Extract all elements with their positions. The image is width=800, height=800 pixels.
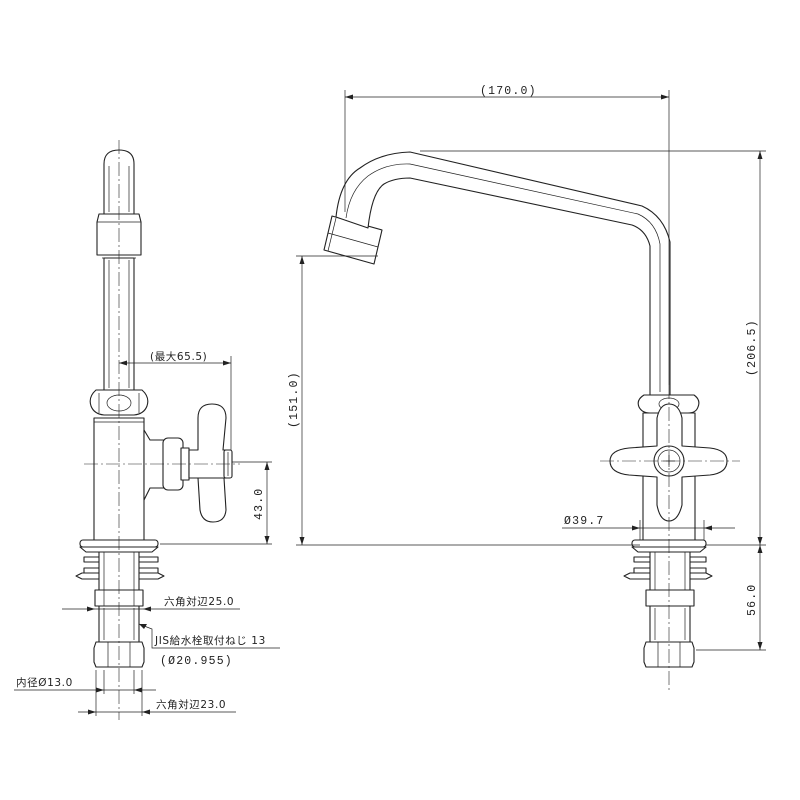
dim-spout-reach-label: (170.0)	[480, 85, 537, 98]
dim-max-reach: (最大65.5)	[119, 350, 232, 450]
dim-inner-diameter-label: 内径Ø13.0	[16, 676, 73, 689]
dim-total-height: (206.5)	[420, 150, 766, 546]
dim-hex-23: 六角対辺23.0	[78, 670, 236, 716]
dim-jis-thread: JIS給水栓取付ねじ 13 (Ø20.955)	[138, 623, 280, 668]
side-view	[75, 140, 240, 720]
dim-shank-length-label: 56.0	[746, 584, 759, 616]
dim-spout-reach: (170.0)	[344, 85, 670, 385]
dim-spout-height: (151.0)	[288, 255, 640, 546]
dim-base-diameter: Ø39.7	[562, 515, 735, 540]
dim-inner-diameter: 内径Ø13.0	[14, 670, 156, 694]
side-handle-stem	[143, 429, 166, 501]
dim-spout-height-label: (151.0)	[288, 371, 301, 428]
dim-total-height-label: (206.5)	[746, 319, 759, 376]
dim-hex-25-label: 六角対辺25.0	[164, 595, 234, 608]
side-handle-lower-arm	[197, 477, 227, 523]
dim-thread-diameter-label: (Ø20.955)	[160, 655, 233, 668]
dim-hex-23-label: 六角対辺23.0	[156, 698, 226, 711]
dim-jis-thread-label: JIS給水栓取付ねじ 13	[154, 634, 266, 647]
dim-hex-25: 六角対辺25.0	[62, 595, 240, 612]
front-view	[323, 151, 740, 690]
side-spout-tip	[103, 149, 135, 215]
side-handle-upper-arm	[188, 403, 230, 479]
dim-handle-height-label: 43.0	[253, 488, 266, 520]
dim-handle-height: 43.0	[160, 461, 272, 545]
dim-shank-length: 56.0	[696, 545, 766, 651]
front-spout-arm	[335, 151, 671, 396]
dim-max-reach-label: (最大65.5)	[150, 350, 207, 363]
front-threaded-shank	[649, 551, 691, 591]
dim-base-diameter-label: Ø39.7	[564, 515, 605, 528]
side-upper-nut	[89, 389, 149, 416]
